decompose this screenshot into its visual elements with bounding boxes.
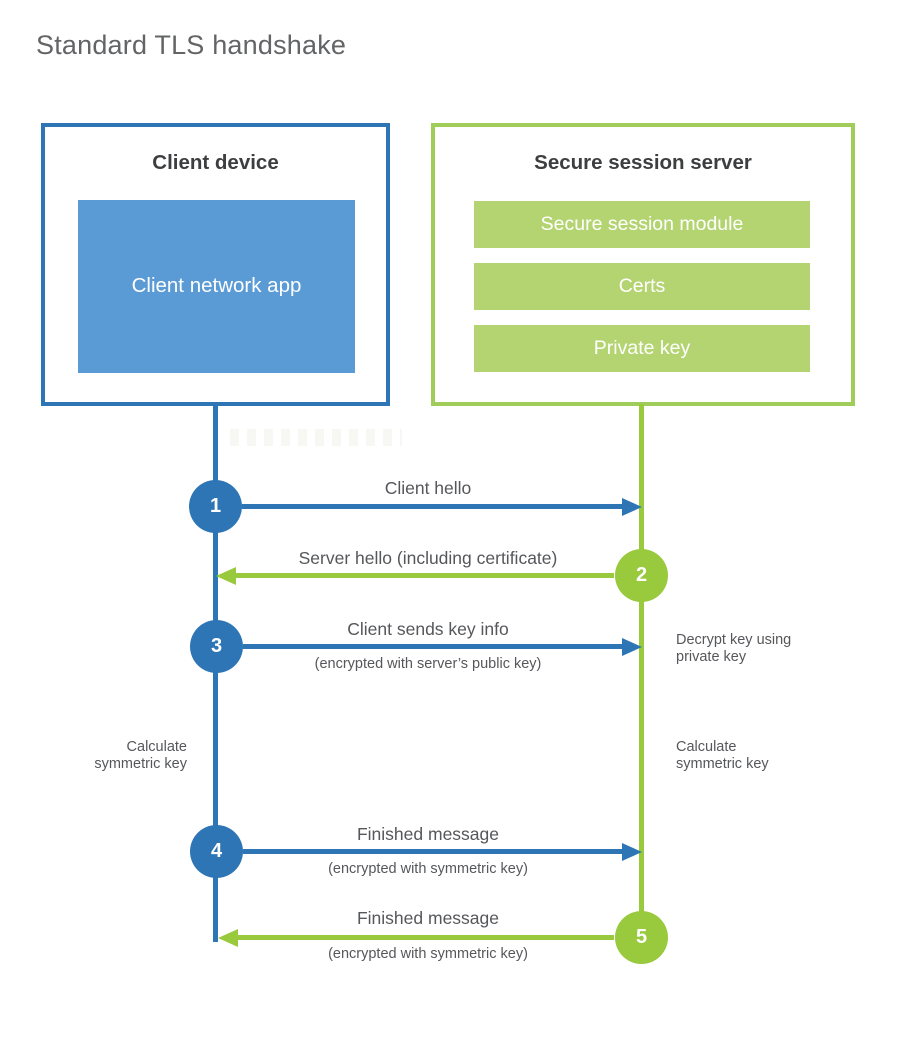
step-4-arrowhead-right-icon: [622, 843, 642, 861]
step-3-badge: 3: [190, 620, 243, 673]
calculate-symmetric-key-note-server: Calculate symmetric key: [676, 739, 769, 773]
step-2-badge: 2: [615, 549, 668, 602]
server-module-private-key: Private key: [474, 325, 810, 372]
step-2-label: Server hello (including certificate): [298, 548, 558, 568]
step-5-arrowhead-left-icon: [218, 929, 238, 947]
step-4-sublabel: (encrypted with symmetric key): [328, 861, 528, 877]
page-title: Standard TLS handshake: [36, 30, 347, 60]
client-network-app-label: Client network app: [131, 274, 302, 298]
step-3-arrowhead-right-icon: [622, 638, 642, 656]
server-module-secure-session-module: Secure session module: [474, 201, 810, 248]
step-5-arrow: [238, 935, 614, 940]
step-5-label: Finished message: [356, 908, 500, 928]
client-device-heading: Client device: [152, 151, 279, 174]
server-module-certs: Certs: [474, 263, 810, 310]
step-3-label: Client sends key info: [347, 619, 509, 639]
step-1-label: Client hello: [384, 478, 472, 498]
faint-dashed-artifact: [230, 429, 402, 446]
step-2-arrow: [236, 573, 614, 578]
step-5-badge: 5: [615, 911, 668, 964]
client-device-box: Client device Client network app: [41, 123, 390, 406]
step-1-badge: 1: [189, 480, 242, 533]
step-4-label: Finished message: [356, 824, 500, 844]
step-4-badge: 4: [190, 825, 243, 878]
server-lifeline: [639, 404, 644, 938]
decrypt-key-note: Decrypt key using private key: [676, 632, 792, 666]
client-lifeline: [213, 404, 218, 942]
step-3-arrow: [243, 644, 622, 649]
calculate-symmetric-key-note-client: Calculate symmetric key: [94, 739, 187, 773]
step-3-sublabel: (encrypted with server’s public key): [314, 656, 542, 672]
secure-session-server-box: Secure session server Secure session mod…: [431, 123, 855, 406]
step-2-arrowhead-left-icon: [216, 567, 236, 585]
step-1-arrow: [242, 504, 622, 509]
secure-session-server-heading: Secure session server: [534, 151, 752, 174]
step-5-sublabel: (encrypted with symmetric key): [328, 946, 528, 962]
step-1-arrowhead-right-icon: [622, 498, 642, 516]
step-4-arrow: [243, 849, 622, 854]
client-network-app-module: Client network app: [78, 200, 355, 373]
